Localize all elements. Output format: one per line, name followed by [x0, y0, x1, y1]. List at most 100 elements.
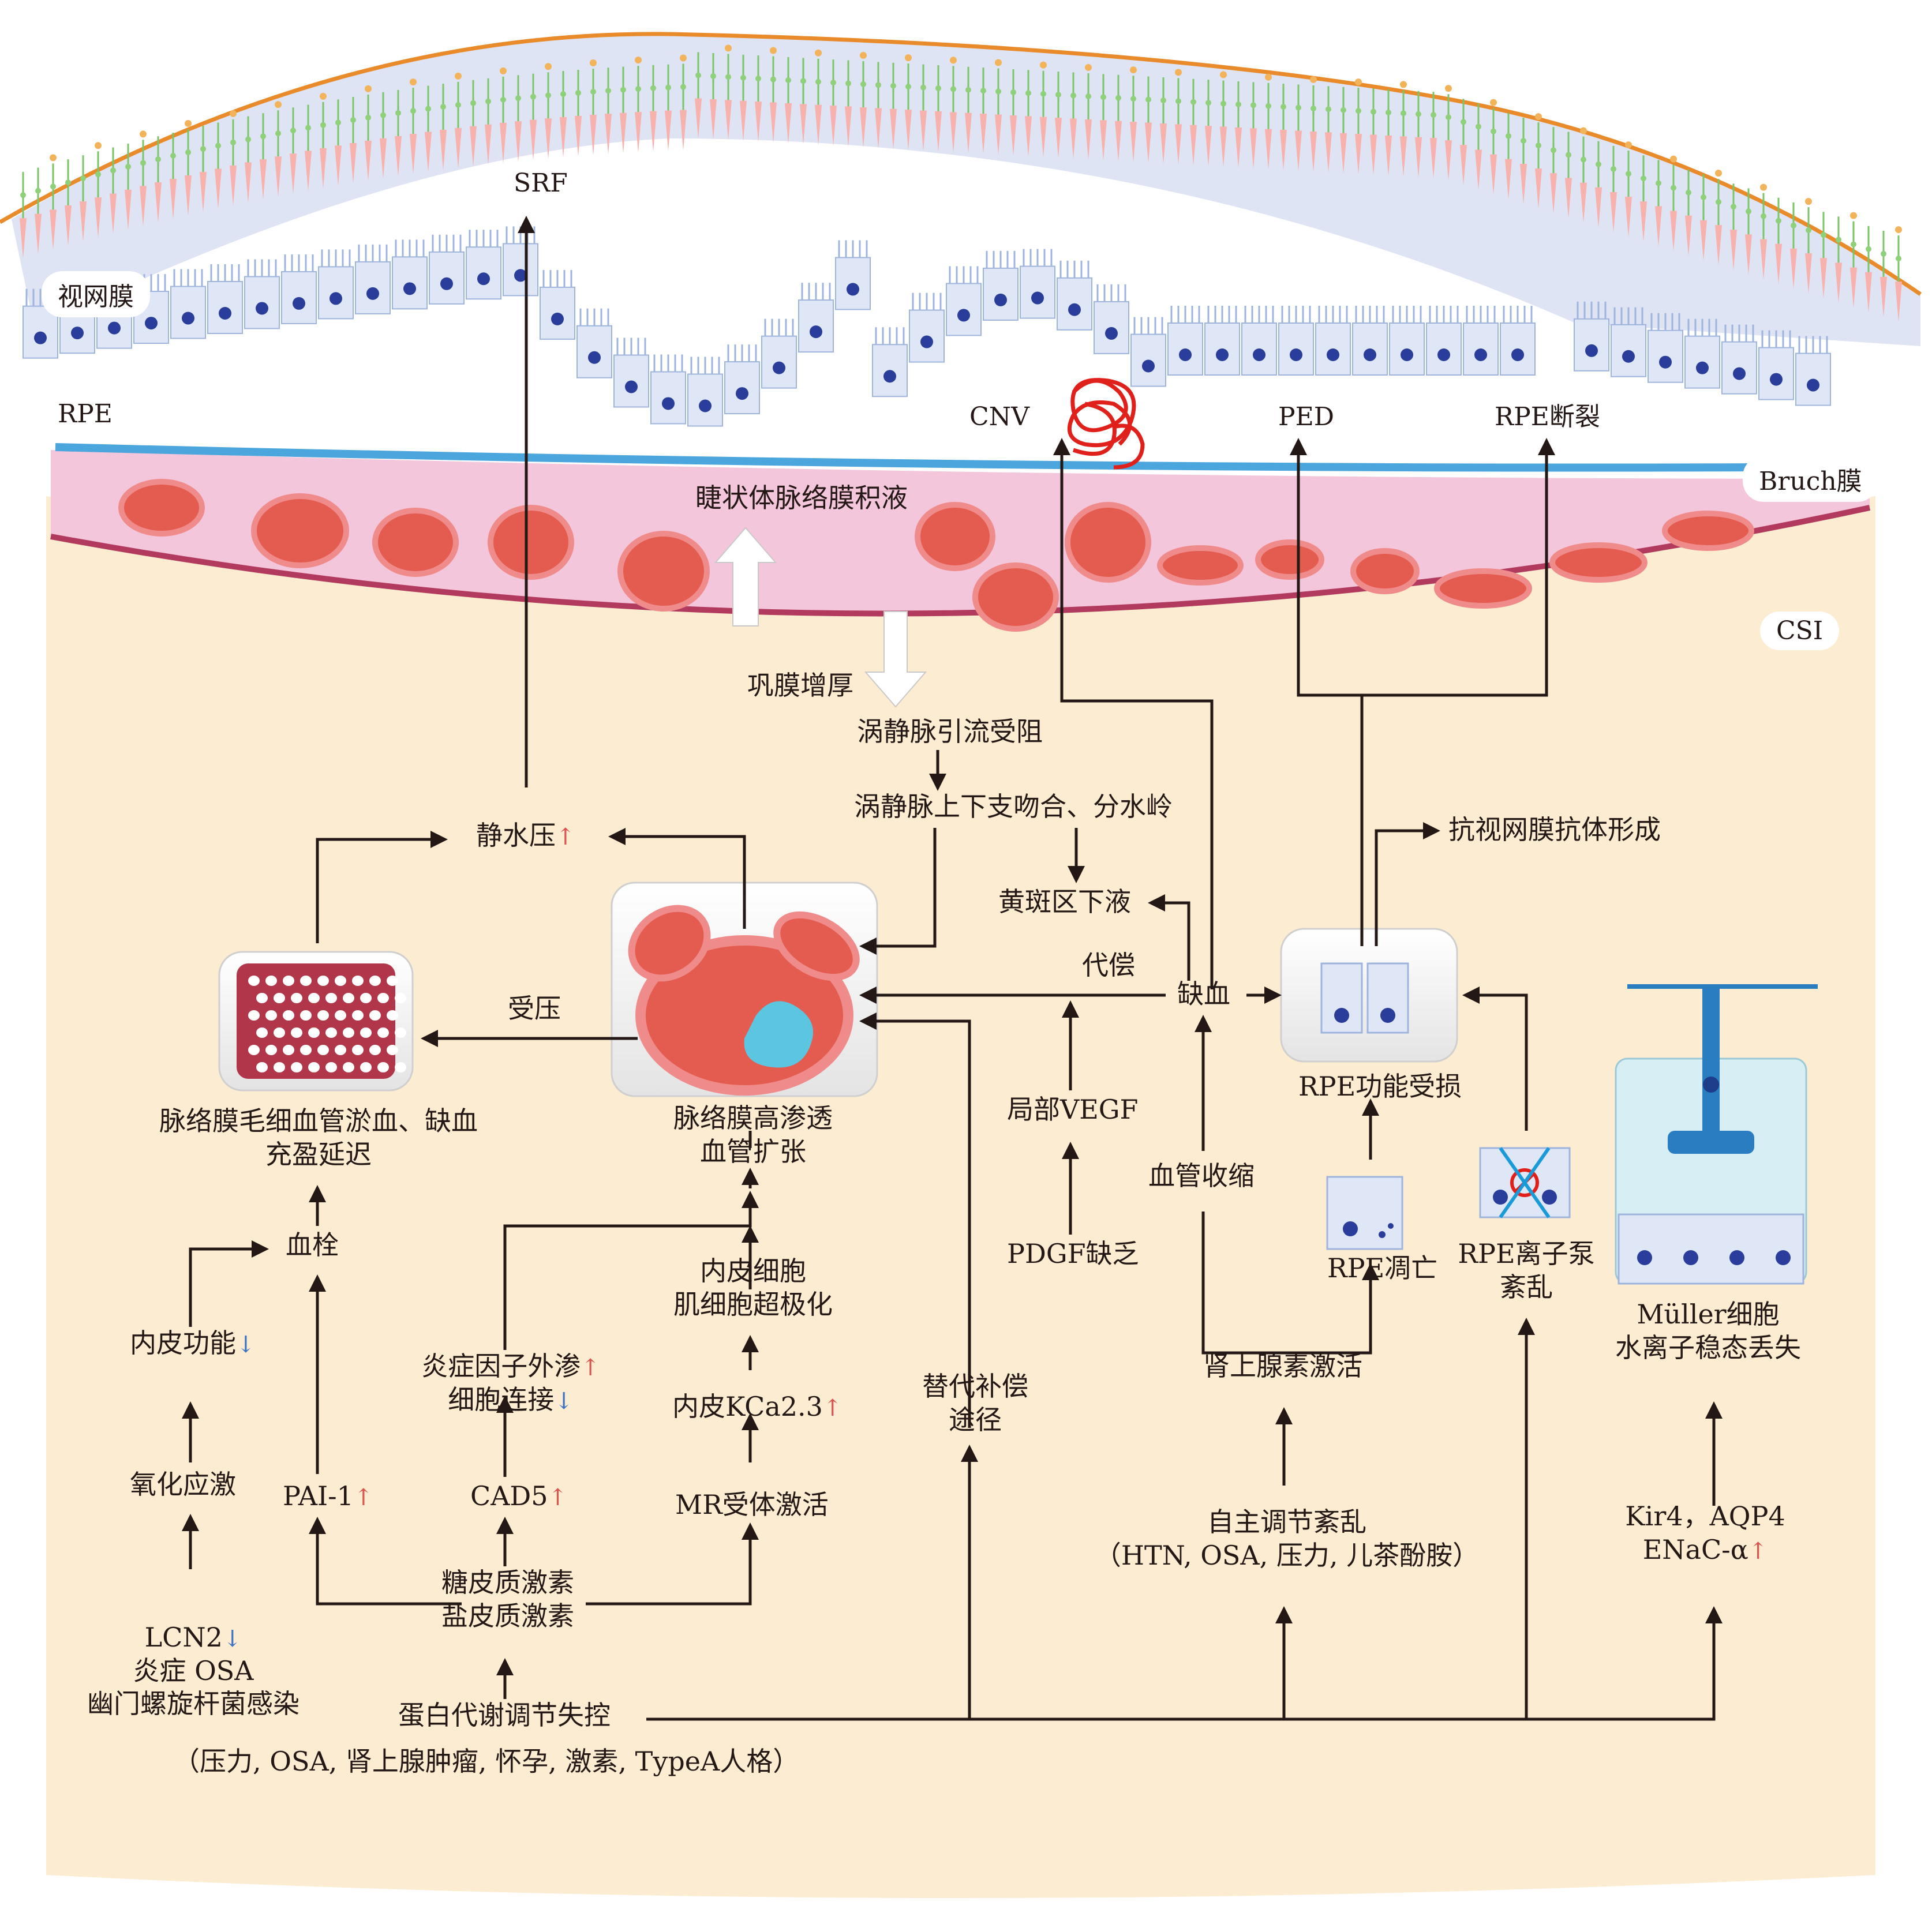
photoreceptor-cell	[335, 99, 342, 186]
photoreceptor-cell	[365, 85, 372, 181]
rpe-cell	[1130, 317, 1166, 387]
capillary-lumen	[274, 1062, 285, 1072]
capillary-lumen	[265, 1045, 277, 1055]
photoreceptor-cell	[440, 84, 447, 171]
photoreceptor-cell	[1175, 69, 1182, 165]
photoreceptor-cell	[1895, 226, 1902, 322]
photoreceptor-cell	[965, 66, 972, 153]
rpe-cell	[1204, 306, 1240, 376]
inflammation-line1: 炎症因子外渗↑	[421, 1351, 600, 1382]
photoreceptor-cell	[1760, 183, 1767, 280]
photoreceptor-cell	[200, 126, 207, 213]
photoreceptor-cell	[920, 64, 927, 151]
photoreceptor-cell	[785, 57, 792, 144]
photoreceptor-cell	[1190, 78, 1197, 166]
capillary-lumen	[352, 1010, 364, 1021]
rpe-cell	[1721, 324, 1757, 395]
increase-indicator: ↑	[353, 1484, 373, 1511]
photoreceptor-cell	[65, 159, 72, 246]
photoreceptor-cell	[185, 120, 192, 216]
photoreceptor-cell	[1820, 212, 1827, 299]
photoreceptor-cell	[1835, 216, 1842, 303]
kca-label: 内皮KCa2.3↑	[672, 1391, 843, 1422]
capillary-lumen	[248, 1045, 260, 1055]
photoreceptor-cell	[1565, 132, 1572, 219]
photoreceptor-cell	[1085, 63, 1092, 160]
capillary-lumen	[343, 1062, 354, 1072]
capillary-lumen	[343, 993, 354, 1003]
muller-cell-image	[1615, 984, 1818, 1285]
photoreceptor-cell	[1145, 76, 1152, 163]
increase-indicator: ↑	[548, 1484, 568, 1511]
hydrostatic-pressure-label: 静水压↑	[476, 820, 575, 851]
mr-activation-label: MR受体激活	[675, 1489, 829, 1520]
photoreceptor-cell	[680, 54, 687, 151]
photoreceptor-cell	[875, 62, 882, 149]
rpe-cell	[1315, 306, 1351, 376]
macular-drainage-label: 黄斑区下液	[998, 886, 1131, 917]
photoreceptor-cell	[560, 71, 567, 158]
kir-line2: ENaC-α↑	[1642, 1533, 1768, 1565]
capillary-lumen	[387, 1045, 398, 1055]
rpe-cell	[133, 274, 169, 344]
photoreceptor-cell	[905, 54, 912, 151]
photoreceptor-cell	[725, 44, 732, 141]
rpe-cell	[761, 318, 797, 389]
lcn2-label: LCN2↓ 炎症 OSA 幽门螺旋杆菌感染	[87, 1621, 299, 1721]
capillary-lumen	[274, 993, 285, 1003]
capillary-lumen	[291, 993, 302, 1003]
thickening-down-arrow	[864, 611, 927, 708]
photoreceptor-cell	[170, 133, 177, 219]
photoreceptor-cell	[1550, 127, 1557, 214]
rpe-cell	[1463, 306, 1499, 376]
capillary-lumen	[291, 1027, 302, 1038]
photoreceptor-cell	[1640, 155, 1647, 242]
photoreceptor-cell	[1490, 99, 1497, 195]
rpe-cell	[1389, 306, 1425, 376]
photoreceptor-cell	[770, 47, 777, 143]
csi-label: CSI	[1760, 612, 1840, 650]
capillary-lumen	[248, 1010, 260, 1021]
capillary-lumen	[395, 1027, 406, 1038]
capillary-lumen	[335, 1045, 346, 1055]
rpe-cell	[687, 357, 723, 427]
photoreceptor-cell	[1805, 198, 1812, 294]
capillary-lumen	[360, 1027, 372, 1038]
photoreceptor-cell	[95, 142, 102, 238]
capillary-lumen	[308, 1062, 320, 1072]
choroid-vessel	[1157, 545, 1244, 586]
inflammation-line2: 细胞连接↓	[448, 1383, 574, 1415]
capillary-lumen	[317, 976, 329, 986]
rpe-cell	[1611, 307, 1646, 377]
rpe-cell	[392, 239, 428, 310]
choroid-vessel	[1434, 568, 1532, 609]
photoreceptor-cell	[860, 51, 867, 148]
photoreceptor-cell	[1100, 74, 1107, 161]
rpe-pump-line1: RPE离子泵	[1458, 1238, 1595, 1269]
photoreceptor-cell	[125, 143, 132, 230]
photoreceptor-cell	[1250, 82, 1257, 169]
photoreceptor-cell	[1130, 66, 1137, 163]
rpe-function-image	[1280, 928, 1458, 1063]
muller-line2: 水离子稳态丢失	[1615, 1332, 1801, 1363]
oxidative-stress-label: 氧化应激	[130, 1469, 236, 1500]
photoreceptor-cell	[1400, 81, 1407, 177]
photoreceptor-cell	[1430, 92, 1437, 179]
rpe-cell	[1574, 301, 1609, 372]
rpe-cell	[1167, 306, 1203, 376]
increase-indicator: ↑	[581, 1355, 600, 1381]
choroid-vessel	[1255, 539, 1324, 580]
muller-line1: Müller细胞	[1637, 1299, 1780, 1330]
rpe-cell	[1426, 306, 1462, 376]
capillary-lumen	[317, 1045, 329, 1055]
capillary-lumen	[377, 993, 389, 1003]
photoreceptor-cell	[1595, 141, 1602, 228]
rpe-pump-line2: 紊乱	[1499, 1271, 1553, 1303]
photoreceptor-cell	[1685, 169, 1692, 256]
choriocapillaris-line1: 脉络膜毛细血管淤血、缺血	[159, 1105, 478, 1137]
capillary-lumen	[377, 1027, 389, 1038]
rpe-cell	[1352, 306, 1388, 376]
photoreceptor-cell	[590, 59, 597, 156]
photoreceptor-cell	[515, 75, 522, 162]
